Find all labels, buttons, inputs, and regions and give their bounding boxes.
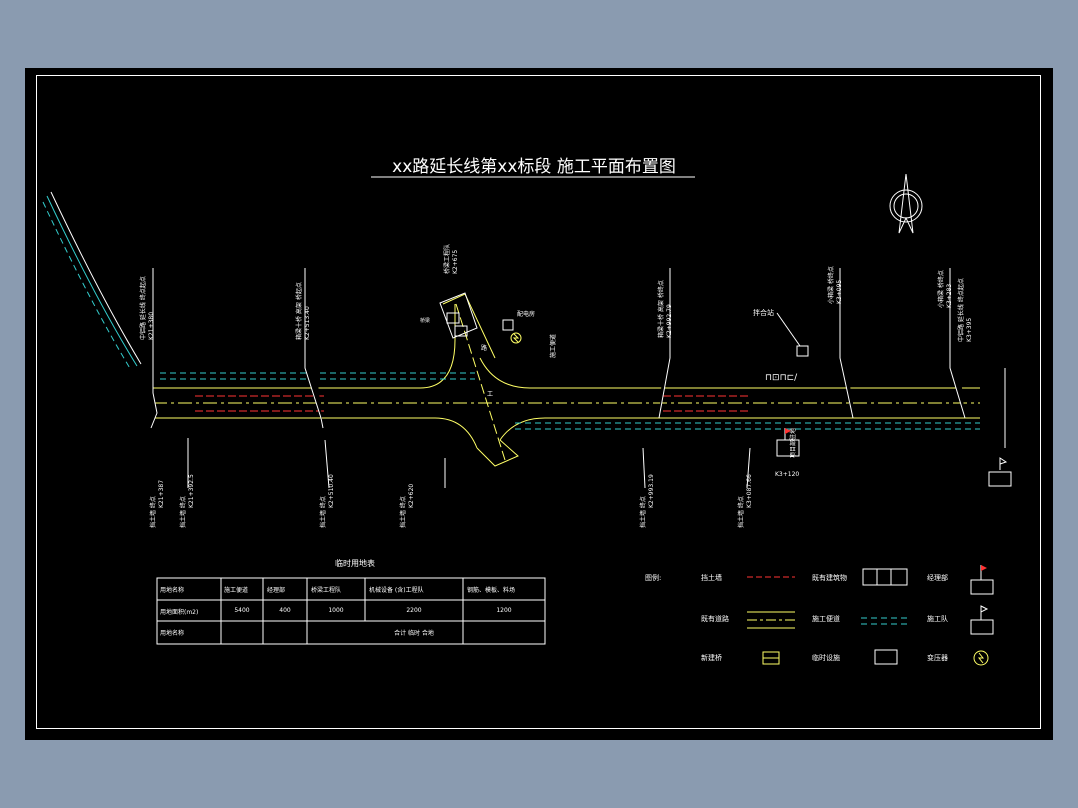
table-row-label: 用地名称: [160, 629, 184, 637]
drawing-frame: [36, 75, 1041, 729]
station-lines: [150, 268, 1006, 489]
table-header: 桥梁工程队: [311, 586, 341, 594]
station-number: K2+993.19: [648, 474, 655, 508]
station-number: K3+087.66: [746, 474, 753, 508]
station-label: 挡土墙 终点: [737, 496, 745, 528]
table-row-label: 用地面积(m2): [160, 608, 198, 616]
power-house: [502, 319, 514, 331]
bridge-team-site: [439, 292, 478, 339]
temp-road-label: 施工便道: [549, 334, 557, 358]
north-arrow-icon: [889, 173, 923, 234]
table-cell: 2200: [406, 607, 421, 614]
station-label: 挡土墙 终点: [399, 496, 407, 528]
legend-label: 新建桥: [701, 653, 722, 662]
retaining-walls: [195, 395, 750, 412]
table-title: 临时用地表: [335, 558, 375, 568]
table-cells: 用地名称 施工便道 经理部 桥梁工程队 机械设备 (含)工程队 钢筋、模板、料场…: [160, 586, 515, 637]
station-label: 小箱梁 桥终点: [937, 270, 945, 308]
table-header: 用地名称: [160, 586, 184, 594]
station-label: 挡土墙 终点: [639, 496, 647, 528]
legend-label: 既有建筑物: [812, 573, 847, 582]
transformer-icon: [510, 332, 522, 344]
road-text2: 工: [487, 391, 493, 398]
station-number: K2+510.40: [328, 474, 335, 508]
project-office-label: 项目部驻地: [789, 428, 797, 458]
station-number: K21+380: [148, 312, 155, 340]
flag-icon: [970, 605, 994, 635]
mixing-label: 拌合站: [753, 308, 774, 317]
temporary-road-curve: [42, 191, 142, 371]
station-number: K21+392.5: [188, 474, 195, 508]
legend-label: 施工队: [927, 614, 948, 623]
bridge-team-label: 桥梁: [420, 317, 430, 324]
flag-icon: [776, 428, 800, 457]
station-label: 挡土墙 终点: [179, 496, 187, 528]
project-station: K3+120: [775, 471, 799, 478]
station-label: 中铝路 延长线 终点起点: [139, 276, 147, 340]
main-road: [153, 293, 980, 467]
flag-icon: [970, 565, 994, 595]
legend-title: 图例:: [645, 573, 661, 582]
table-cell: 5400: [234, 607, 249, 614]
mixing-station: [796, 345, 809, 357]
station-label: 箱梁十桥 高架 桥终点: [657, 280, 665, 338]
land-use-table: [156, 577, 546, 645]
station-number: K3+283: [946, 284, 953, 308]
station-label: 挡土墙 终点: [319, 496, 327, 528]
power-label: 配电房: [517, 310, 535, 318]
road-text: 路: [481, 344, 487, 352]
table-header: 施工便道: [224, 586, 248, 594]
table-cell: 400: [279, 607, 291, 614]
legend: 图例: 挡土墙 既有建筑物 经理部 既有道路 施工便道 施工队 新建桥 临时设施…: [645, 573, 948, 662]
legend-symbols: [747, 565, 994, 666]
site-plan: xx路延长线第xx标段 施工平面布置图: [42, 157, 1012, 666]
table-note: 合计 临时 合地: [394, 629, 434, 637]
legend-label: 经理部: [927, 573, 948, 582]
table-header: 钢筋、模板、料场: [467, 586, 515, 594]
mixing-doodle: ⊓⊡⊓⊏/: [765, 373, 798, 383]
station-number: K3+395: [966, 318, 973, 342]
station-label: 小箱梁 桥终点: [827, 266, 835, 304]
legend-label: 变压器: [927, 653, 948, 662]
station-number: K2+513.40: [304, 306, 311, 340]
station-number: K21+387: [158, 480, 165, 508]
station-label: 中铝路 延长线 终点起点: [957, 278, 965, 342]
legend-label: 施工便道: [812, 614, 840, 623]
station-label: 桥梁工程队: [443, 244, 451, 274]
transformer-icon: [973, 650, 989, 666]
legend-label: 既有道路: [701, 614, 729, 623]
table-header: 机械设备 (含)工程队: [369, 586, 424, 594]
station-label: 箱梁十桥 高架 桥起点: [295, 282, 303, 340]
legend-label: 挡土墙: [701, 573, 722, 582]
legend-label: 临时设施: [812, 653, 840, 662]
station-label: 挡土墙 终点: [149, 496, 157, 528]
table-cell: 1200: [496, 607, 511, 614]
drawing-sheet: xx路延长线第xx标段 施工平面布置图: [25, 68, 1053, 740]
station-number: K2+675: [452, 250, 459, 274]
station-number: K2+992.79: [666, 304, 673, 338]
station-number: K2+620: [408, 484, 415, 508]
temporary-road: [160, 372, 980, 430]
drawing-title: xx路延长线第xx标段 施工平面布置图: [392, 157, 676, 177]
table-cell: 1000: [328, 607, 343, 614]
flag-icon: [988, 457, 1012, 487]
station-number: K3+095: [836, 280, 843, 304]
table-header: 经理部: [267, 586, 285, 594]
